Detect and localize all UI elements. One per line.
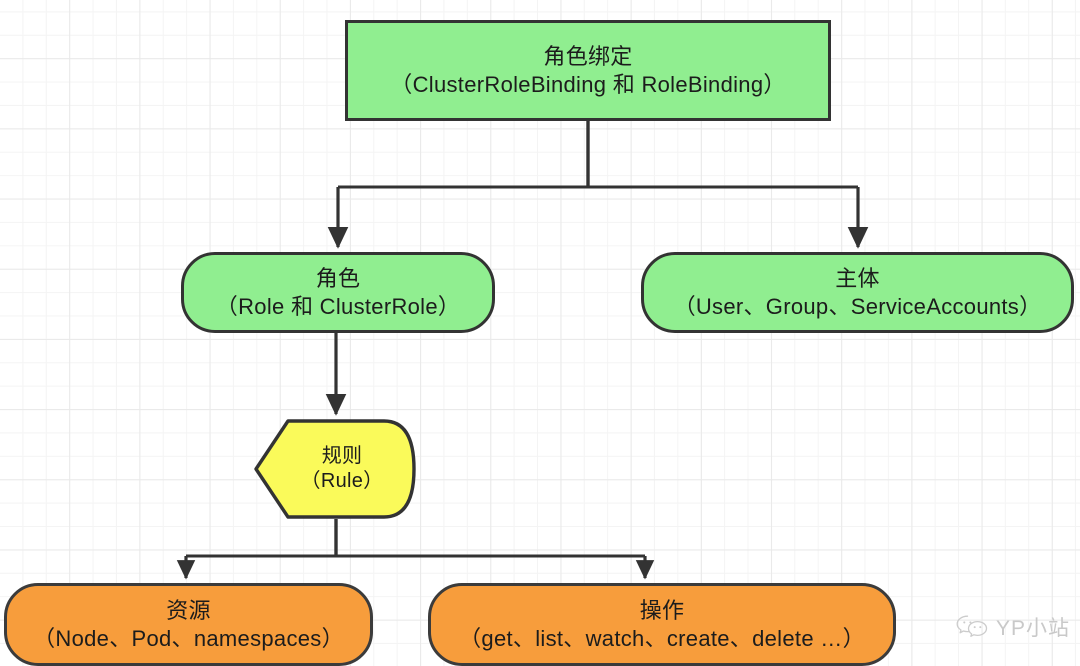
node-resource-title: 资源	[166, 598, 211, 624]
node-subject-title: 主体	[835, 266, 880, 292]
node-role-binding-subtitle: （ClusterRoleBinding 和 RoleBinding）	[390, 71, 786, 97]
node-role-binding-title: 角色绑定	[543, 44, 633, 70]
edge-rolebinding-split	[338, 121, 858, 189]
node-role-subtitle: （Role 和 ClusterRole）	[215, 293, 461, 319]
node-resource-subtitle: （Node、Pod、namespaces）	[33, 625, 344, 651]
node-role-binding[interactable]: 角色绑定 （ClusterRoleBinding 和 RoleBinding）	[345, 20, 831, 121]
node-verbs-title: 操作	[639, 598, 685, 624]
edge-rule-split	[186, 519, 645, 558]
node-role-title: 角色	[315, 266, 361, 292]
rule-hexagon-shape	[254, 419, 416, 519]
node-rule[interactable]: 规则 （Rule）	[254, 419, 416, 519]
node-subject[interactable]: 主体 （User、Group、ServiceAccounts）	[641, 252, 1074, 333]
watermark-text: YP小站	[995, 617, 1070, 640]
node-rule-text: 规则 （Rule）	[287, 444, 384, 494]
wechat-icon	[956, 615, 988, 637]
node-resource[interactable]: 资源 （Node、Pod、namespaces）	[4, 583, 373, 666]
node-rule-subtitle: （Rule）	[300, 470, 384, 492]
watermark: YP小站	[956, 612, 1070, 642]
node-role[interactable]: 角色 （Role 和 ClusterRole）	[181, 252, 495, 333]
node-subject-subtitle: （User、Group、ServiceAccounts）	[673, 293, 1042, 319]
node-rule-title: 规则	[321, 445, 363, 468]
node-verbs-subtitle: （get、list、watch、create、delete …）	[459, 625, 865, 651]
node-verbs[interactable]: 操作 （get、list、watch、create、delete …）	[428, 583, 896, 666]
